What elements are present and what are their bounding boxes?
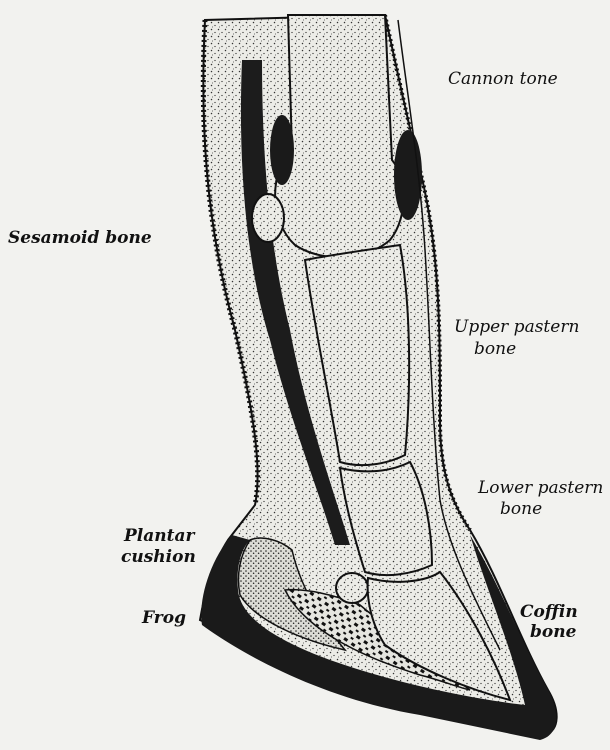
label-sesamoid-bone: Sesamoid bone: [8, 229, 152, 248]
label-lower-pastern-line2: bone: [500, 500, 542, 519]
label-frog: Frog: [142, 609, 186, 628]
label-plantar-line1: Plantar: [124, 527, 194, 546]
sesamoid-bone: [252, 194, 284, 242]
cannon-bone: [275, 15, 403, 257]
label-cannon-bone: Cannon tone: [448, 70, 558, 89]
label-coffin-line2: bone: [530, 623, 576, 642]
joint-capsule-back: [270, 115, 294, 185]
label-coffin-line1: Coffin: [520, 603, 578, 622]
navicular-bone: [336, 573, 368, 603]
label-upper-pastern-line2: bone: [474, 340, 516, 359]
label-plantar-line2: cushion: [121, 548, 196, 567]
label-upper-pastern-line1: Upper pastern: [454, 318, 579, 337]
label-lower-pastern-line1: Lower pastern: [478, 479, 603, 498]
